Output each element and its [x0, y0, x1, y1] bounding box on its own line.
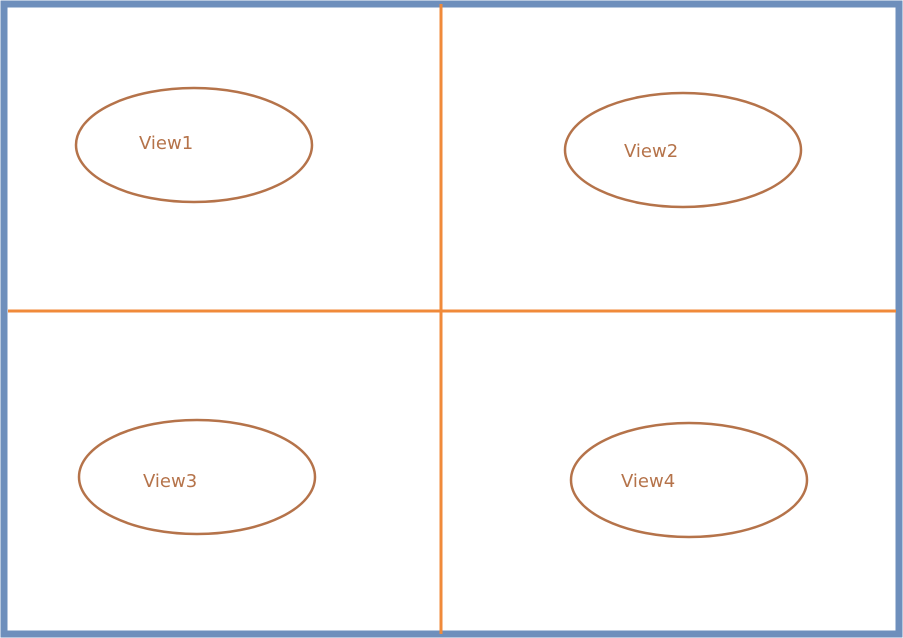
- view-3-label: View3: [143, 471, 197, 492]
- view-3-region: View3: [77, 418, 317, 536]
- view-1-ellipse: [74, 86, 314, 204]
- view-2-ellipse: [563, 91, 803, 209]
- view-4-label: View4: [621, 471, 675, 492]
- view-3-ellipse: [77, 418, 317, 536]
- view-1-label: View1: [139, 133, 193, 154]
- view-2-label: View2: [624, 141, 678, 162]
- view-4-ellipse: [569, 421, 809, 539]
- view-1-region: View1: [74, 86, 314, 204]
- view-4-region: View4: [569, 421, 809, 539]
- view-2-region: View2: [563, 91, 803, 209]
